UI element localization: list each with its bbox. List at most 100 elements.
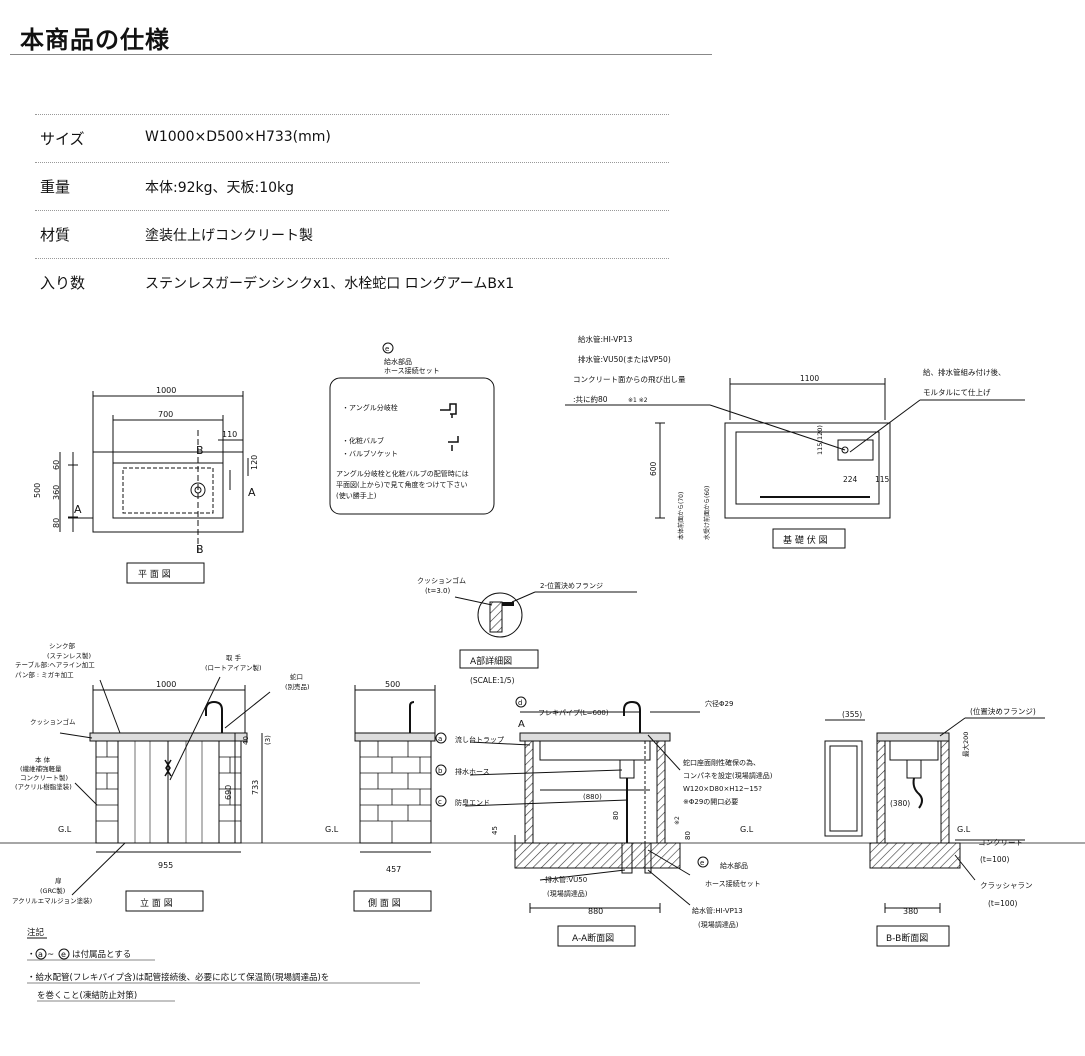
plan-caption: 平 面 図 [138,569,171,580]
section-bb-crusher: クラッシャラン [980,881,1033,890]
parts-box: e 給水部品 ホース接続セット ・アングル分岐栓 ・化粧バルブ ・バルブソケット… [329,342,495,515]
front-sink3: テーブル部:ヘアライン加工 [15,660,95,669]
front-door1: 扉 [55,876,62,885]
section-aa-rigid4: ※Φ29の開口必要 [683,797,738,806]
notes-marker-a: a [38,950,43,959]
side-caption: 側 面 図 [368,897,401,909]
front-sink2: (ステンレス製) [47,651,91,660]
section-bb-labels: (355) (位置決めフランジ) 最大200 (380) 380 G.L コンク… [842,706,1036,944]
section-aa-dim-880: 880 [588,907,603,916]
parts-note1: アングル分岐栓と化粧バルブの配管時には [336,469,469,478]
section-bb-concrete: コンクリート [978,838,1023,847]
spec-value: ステンレスガーデンシンクx1、水栓蛇口 ロングアームBx1 [145,276,515,292]
section-aa-rigid3: W120×D80×H12~15? [683,785,762,793]
section-aa-trap: 流し台トラップ [455,735,504,744]
section-aa-rigid2: コンパネを設定(現場調達品) [683,771,773,780]
front-door2: (GRC製) [40,886,65,895]
front-caption: 立 面 図 [140,897,173,909]
foundation-callout1: 給、排水管組み付け後、 [923,367,1006,377]
spec-row-size: サイズ W1000×D500×H733(mm) [35,114,669,162]
foundation-approx: :共に約80 [573,394,608,404]
front-handle2: (ロートアイアン製) [205,663,262,672]
detail-cushion: クッションゴム [417,576,466,585]
section-aa-dim-80: 80 [612,811,620,820]
section-aa [464,700,700,947]
detail-cushion-t: (t=3.0) [425,587,450,595]
foundation-drain: 排水管:VU50(またはVP50) [578,354,671,364]
section-aa-labels: d フレキパイプ(L=600) 穴径Φ29 A a 流し台トラップ b 排水ホー… [435,696,773,944]
section-aa-parts2: ホース接続セット [705,879,761,888]
side-elevation [353,685,436,912]
foundation-caption: 基 礎 伏 図 [783,534,828,546]
notes-heading: 注記 [27,927,45,938]
parts-item2: ・化粧バルブ [342,436,384,445]
section-aa-dim-45: 45 [491,826,499,835]
foundation-labels: 給水管:HI-VP13 排水管:VU50(またはVP50) コンクリート面からの… [573,334,1006,546]
section-aa-marker-a-circle: a [438,735,442,743]
angle-valve-icon [440,403,457,418]
section-aa-marker-c: c [438,798,442,806]
foundation-plan [565,378,1025,549]
spec-row-quantity: 入り数 ステンレスガーデンシンクx1、水栓蛇口 ロングアームBx1 [35,258,669,306]
front-body3: コンクリート製) [20,773,68,782]
spec-label: 重量 [40,178,71,196]
section-bb [824,717,1045,947]
section-bb-gl: G.L [957,825,971,834]
section-bb-dim-355: (355) [842,710,862,719]
notes: 注記 ・ a ~ e は付属品とする ・給水配管(フレキパイプ含)は配管接続後、… [27,927,420,1002]
parts-heading1: 給水部品 [384,357,412,366]
plan-dim-1000: 1000 [156,386,176,395]
section-aa-marker-e: e [700,859,704,867]
page-title: 本商品の仕様 [20,26,170,54]
foundation-side2: 水受け前面から(60) [703,486,711,540]
notes-line1-prefix: ・ [27,950,36,960]
front-labels: シンク部 (ステンレス製) テーブル部:ヘアライン加工 パン部 : ミガキ加工 … [12,641,310,909]
parts-note3: (使い勝手上) [336,491,377,500]
front-dim-733: 733 [251,780,260,795]
foundation-supply: 給水管:HI-VP13 [578,334,633,344]
section-aa-supply2: (現場調達品) [698,920,739,929]
foundation-callout2: モルタルにて仕上げ [923,387,991,397]
section-aa-marker-b: b [438,767,443,775]
spec-row-material: 材質 塗装仕上げコンクリート製 [35,210,669,258]
plan-dim-110: 110 [222,430,237,439]
section-bb-t100a: (t=100) [980,855,1009,864]
front-handle1: 取 手 [226,653,242,662]
foundation-side1: 本体前面から(70) [677,492,685,540]
section-aa-gl: G.L [740,825,754,834]
front-body4: (アクリル樹脂塗装) [15,782,72,791]
section-aa-drain2: (現場調達品) [547,889,588,898]
foundation-note-marks: ※1 ※2 [628,397,648,404]
front-sink4: パン部 : ミガキ加工 [15,670,74,679]
plan-marker-b-top: B [196,444,204,457]
section-aa-odor: 防臭エンド [455,798,490,807]
spec-label: 材質 [40,226,71,244]
plan-view [59,391,249,584]
front-gl: G.L [58,825,72,834]
section-bb-dim-380p: (380) [890,799,910,808]
side-dim-500: 500 [385,680,400,689]
notes-line1-tilde: ~ [47,950,54,960]
front-dim-40: 40 [242,736,250,745]
section-aa-dim-80b: 80 [684,831,692,840]
section-aa-caption: A-A断面図 [572,932,614,944]
parts-item3: ・バルブソケット [342,449,398,458]
front-tap2: (別売品) [285,682,310,691]
section-aa-marker-d: d [518,699,522,707]
plan-dim-700: 700 [158,410,173,419]
section-aa-dim-880p: (880) [583,793,602,801]
spec-row-weight: 重量 本体:92kg、天板:10kg [35,162,669,210]
title-divider [10,54,712,55]
spec-value: W1000×D500×H733(mm) [145,129,331,145]
notes-line3: を巻くこと(凍結防止対策) [37,990,137,1001]
plan-dim-60: 60 [52,460,61,470]
detail-scale: (SCALE:1/5) [470,676,515,685]
foundation-dim-224: 224 [843,475,858,484]
section-aa-parts1: 給水部品 [720,861,748,870]
plan-dim-500: 500 [33,483,42,498]
section-aa-hose: 排水ホース [455,767,490,776]
spec-table: サイズ W1000×D500×H733(mm) 重量 本体:92kg、天板:10… [35,114,669,306]
parts-heading2: ホース接続セット [384,366,440,375]
front-door3: アクリルエマルジョン塗装) [12,896,92,905]
front-body1: 本 体 [35,755,51,764]
